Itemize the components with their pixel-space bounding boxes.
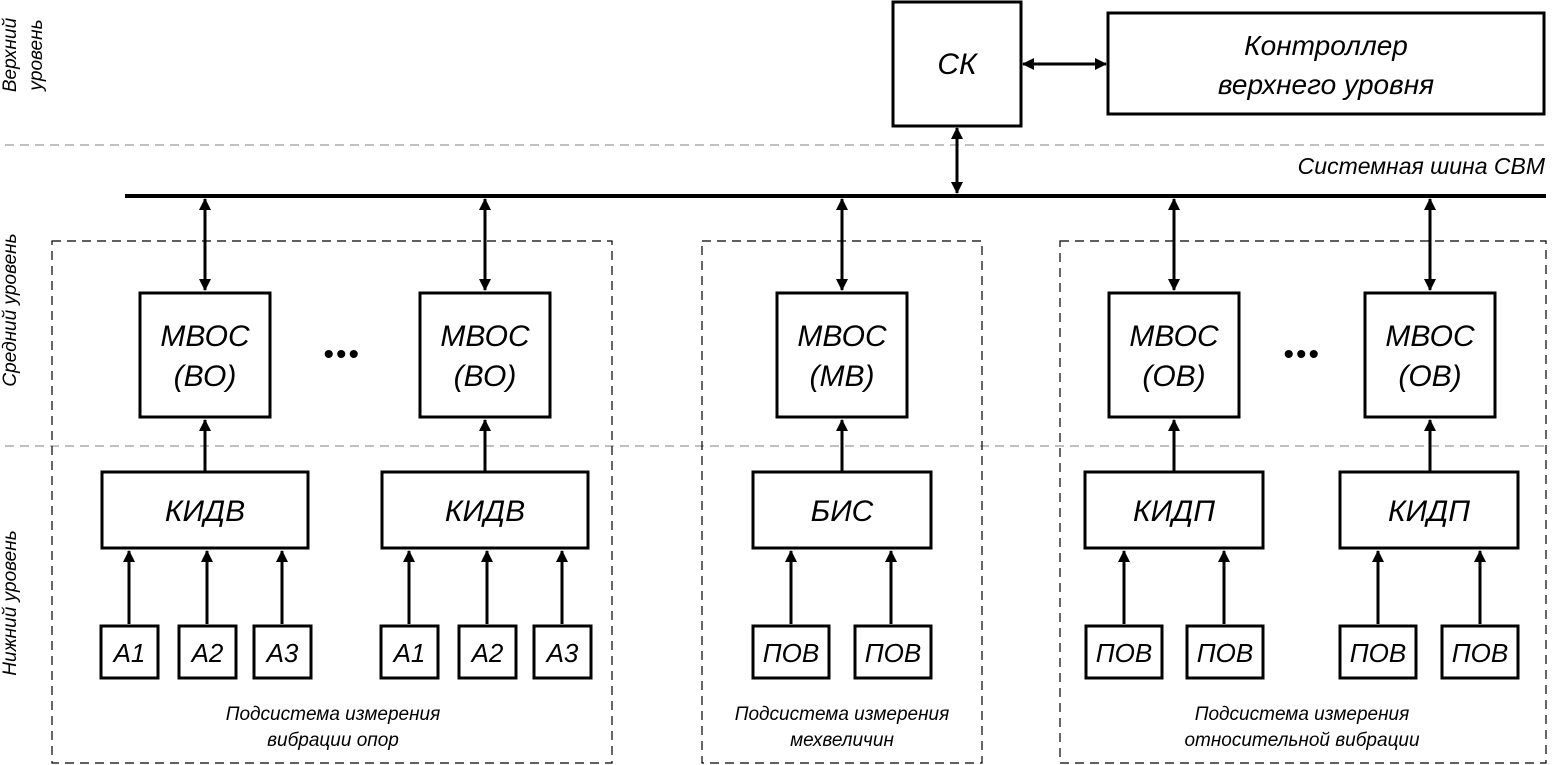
supports-unit-1: МВОС (ВО) КИДВ А1 А2 А3 [99, 198, 313, 680]
mvos-block [138, 291, 272, 419]
mvos-label-line1: МВОС [160, 320, 250, 353]
sensor-label: А1 [112, 638, 146, 668]
sensor-label: ПОВ [763, 638, 819, 668]
kidp-block [1083, 470, 1265, 550]
sensor-block [1440, 624, 1520, 680]
sensor-label: ПОВ [1197, 638, 1253, 668]
sensor-label: А3 [545, 638, 579, 668]
sk-label: СК [937, 48, 979, 81]
mvos-label-line2: (МВ) [810, 360, 875, 393]
sensor-label: А1 [392, 638, 426, 668]
supports-unit-2: МВОС (ВО) КИДВ А1 А2 А3 [379, 198, 593, 680]
bis-label: БИС [811, 495, 874, 528]
sensor-block [1338, 624, 1418, 680]
kidv-block [100, 470, 310, 550]
sk-block [891, 0, 1023, 128]
sensor-label: А2 [190, 638, 224, 668]
sensor-block [1185, 624, 1265, 680]
relative-unit-2: МВОС (ОВ) КИДП ПОВ ПОВ [1338, 198, 1520, 680]
sensor-label: ПОВ [1096, 638, 1152, 668]
upper-controller-block [1106, 11, 1546, 116]
kidv-label: КИДВ [165, 495, 245, 528]
caption-relative-line2: относительной вибрации [1184, 730, 1420, 751]
caption-supports-line1: Подсистема измерения [226, 704, 441, 725]
sensor-block [751, 624, 831, 680]
sensor-block [853, 624, 933, 680]
caption-mech-line2: мехвеличин [790, 730, 894, 751]
mvos-label-line2: (ОВ) [1398, 360, 1461, 393]
sensor-label: ПОВ [1452, 638, 1508, 668]
kidp-block [1338, 470, 1520, 550]
mvos-label-line2: (ВО) [174, 360, 237, 393]
relative-unit-1: МВОС (ОВ) КИДП ПОВ ПОВ [1083, 198, 1265, 680]
svg-text:Верхний: Верхний [0, 17, 21, 92]
level-label-bottom: Нижний уровень [0, 530, 21, 675]
sensor-label: ПОВ [865, 638, 921, 668]
kidv-block [380, 470, 590, 550]
kidp-label: КИДП [1388, 495, 1470, 528]
sensor-block [532, 624, 593, 680]
mvos-label-line1: МВОС [1129, 320, 1219, 353]
ellipsis-supports: ••• [323, 338, 361, 371]
mvos-block [775, 291, 909, 419]
sensor-block [457, 624, 518, 680]
sensor-label: А3 [265, 638, 299, 668]
caption-supports-line2: вибрации опор [267, 730, 399, 751]
caption-relative-line1: Подсистема измерения [1195, 704, 1410, 725]
sensor-block [1084, 624, 1164, 680]
sensor-label: А2 [470, 638, 504, 668]
svg-text:уровень: уровень [26, 19, 47, 92]
sensor-block [379, 624, 440, 680]
mvos-label-line2: (ОВ) [1142, 360, 1205, 393]
subsystem-frame-relative [1059, 240, 1547, 764]
kidv-label: КИДВ [445, 495, 525, 528]
caption-mech-line1: Подсистема измерения [735, 704, 950, 725]
mvos-label-line2: (ВО) [454, 360, 517, 393]
mvos-block [1107, 291, 1241, 419]
mvos-block [418, 291, 552, 419]
mvos-label-line1: МВОС [797, 320, 887, 353]
sensor-label: ПОВ [1350, 638, 1406, 668]
kidp-label: КИДП [1133, 495, 1215, 528]
mvos-label-line1: МВОС [1385, 320, 1475, 353]
sensor-block [177, 624, 238, 680]
level-label-middle: Средний уровень [0, 233, 21, 386]
sensor-block [252, 624, 313, 680]
level-label-top: Верхний уровень [0, 17, 47, 92]
mvos-block [1363, 291, 1497, 419]
mech-unit: МВОС (МВ) БИС ПОВ ПОВ [751, 198, 933, 680]
mvos-label-line1: МВОС [440, 320, 530, 353]
upper-controller-label-line1: Контроллер [1244, 30, 1408, 61]
bis-block [751, 470, 933, 550]
sensor-block [99, 624, 160, 680]
system-bus-label: Системная шина СВМ [1298, 153, 1546, 179]
upper-controller-label-line2: верхнего уровня [1218, 69, 1434, 100]
ellipsis-relative: ••• [1283, 338, 1321, 371]
